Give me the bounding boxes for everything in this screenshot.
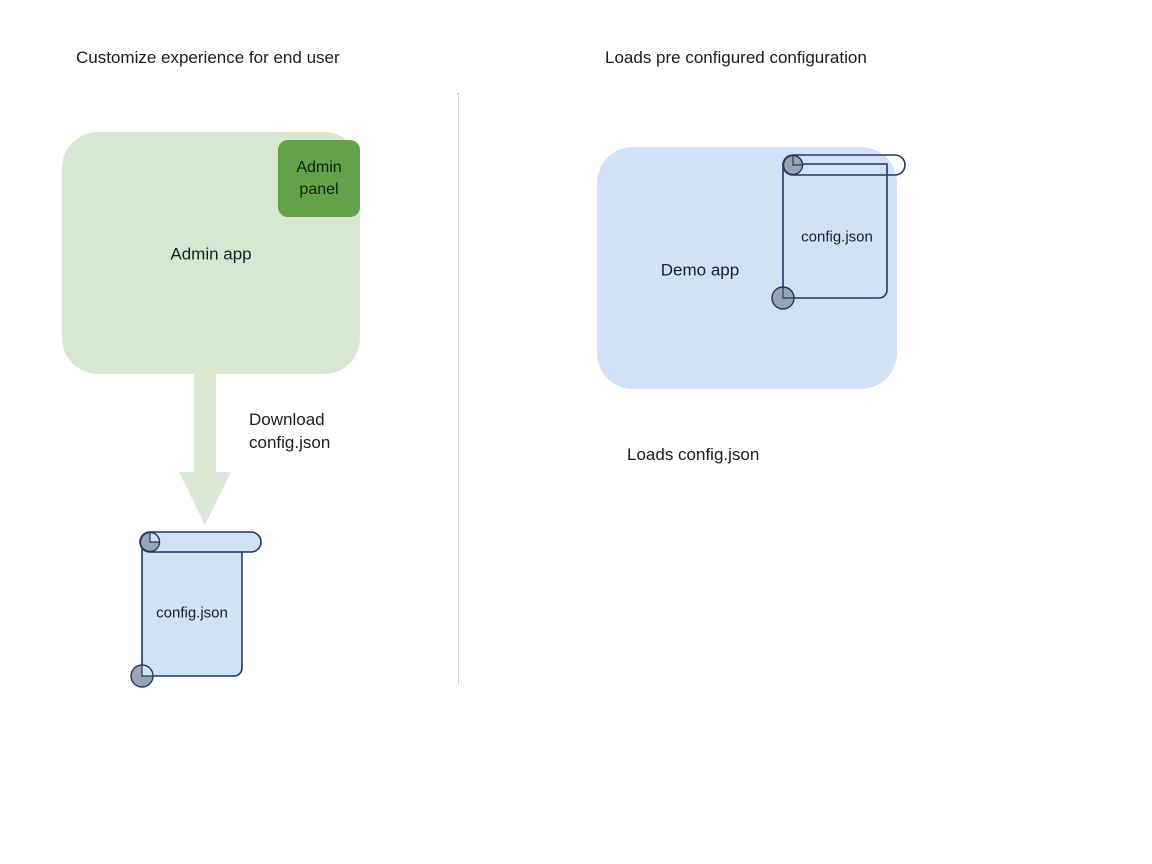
config-json-document-right-label: config.json	[801, 228, 873, 246]
config-json-document-right[interactable]: config.json	[771, 152, 911, 310]
admin-panel-badge[interactable]: Admin panel	[278, 140, 360, 217]
column-divider	[458, 93, 459, 685]
config-json-document-left-label: config.json	[156, 604, 228, 622]
download-arrow-label-line1: Download	[249, 410, 325, 429]
scroll-icon	[130, 531, 262, 688]
download-arrow-label-line2: config.json	[249, 433, 331, 452]
config-json-document-left[interactable]: config.json	[128, 528, 263, 688]
scroll-icon	[771, 154, 906, 310]
admin-app-label: Admin app	[170, 244, 252, 264]
download-arrow-icon	[179, 372, 231, 527]
demo-app-label: Demo app	[660, 260, 740, 280]
download-arrow-label: Download config.json	[249, 408, 330, 454]
loads-config-caption: Loads config.json	[627, 445, 760, 464]
right-column-heading: Loads pre configured configuration	[605, 48, 867, 67]
admin-app-card[interactable]: Admin app Admin panel	[62, 132, 360, 374]
left-column-heading: Customize experience for end user	[76, 48, 340, 67]
demo-app-card[interactable]: Demo app	[597, 147, 897, 389]
